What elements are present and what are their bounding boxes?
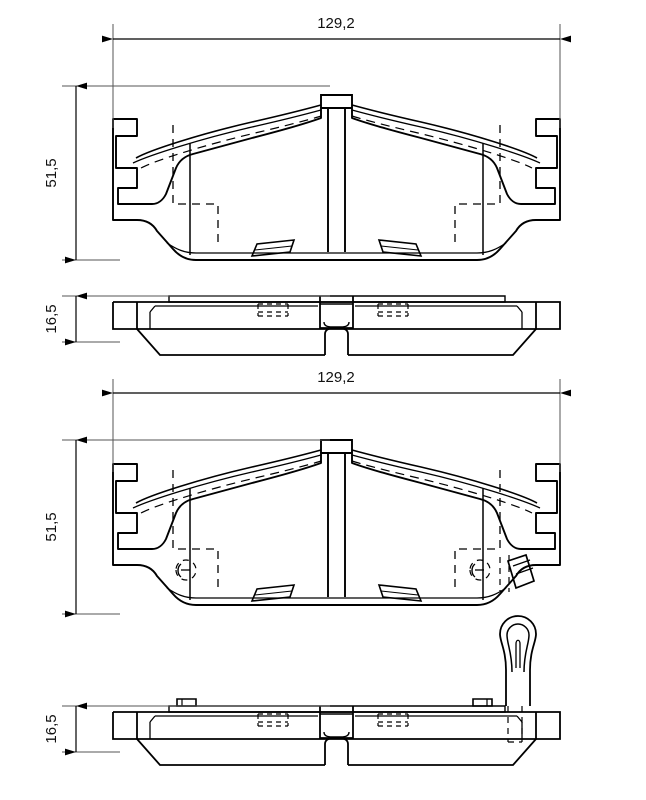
pad-1-side-view — [112, 295, 561, 356]
dimension-label-height-top: 51,5 — [43, 158, 60, 187]
rivet-head-left — [176, 698, 197, 707]
dimension-thickness-top: 16,5 — [43, 292, 330, 346]
dimension-label-thickness-top: 16,5 — [43, 304, 60, 333]
dimension-width-top: 129,2 — [102, 15, 571, 128]
dimension-label-height-bottom: 51,5 — [43, 512, 60, 541]
dimension-height-top: 51,5 — [43, 82, 330, 264]
dimension-height-bottom: 51,5 — [43, 436, 330, 618]
pad-2-side-view — [112, 615, 561, 766]
dimension-label-width-top: 129,2 — [317, 15, 355, 32]
dimension-width-bottom: 129,2 — [102, 369, 571, 472]
rivet-hole-right — [469, 559, 491, 581]
rivet-hole-left — [175, 559, 197, 581]
pad-1-front-view — [112, 94, 561, 261]
rivet-head-right — [472, 698, 493, 707]
wear-sensor-hook — [499, 615, 537, 743]
pad-2-front-view — [112, 439, 561, 606]
dimension-label-thickness-bottom: 16,5 — [43, 714, 60, 743]
dimension-label-width-bottom: 129,2 — [317, 369, 355, 386]
wear-sensor-bracket — [499, 553, 536, 592]
dimension-thickness-bottom: 16,5 — [43, 702, 330, 756]
